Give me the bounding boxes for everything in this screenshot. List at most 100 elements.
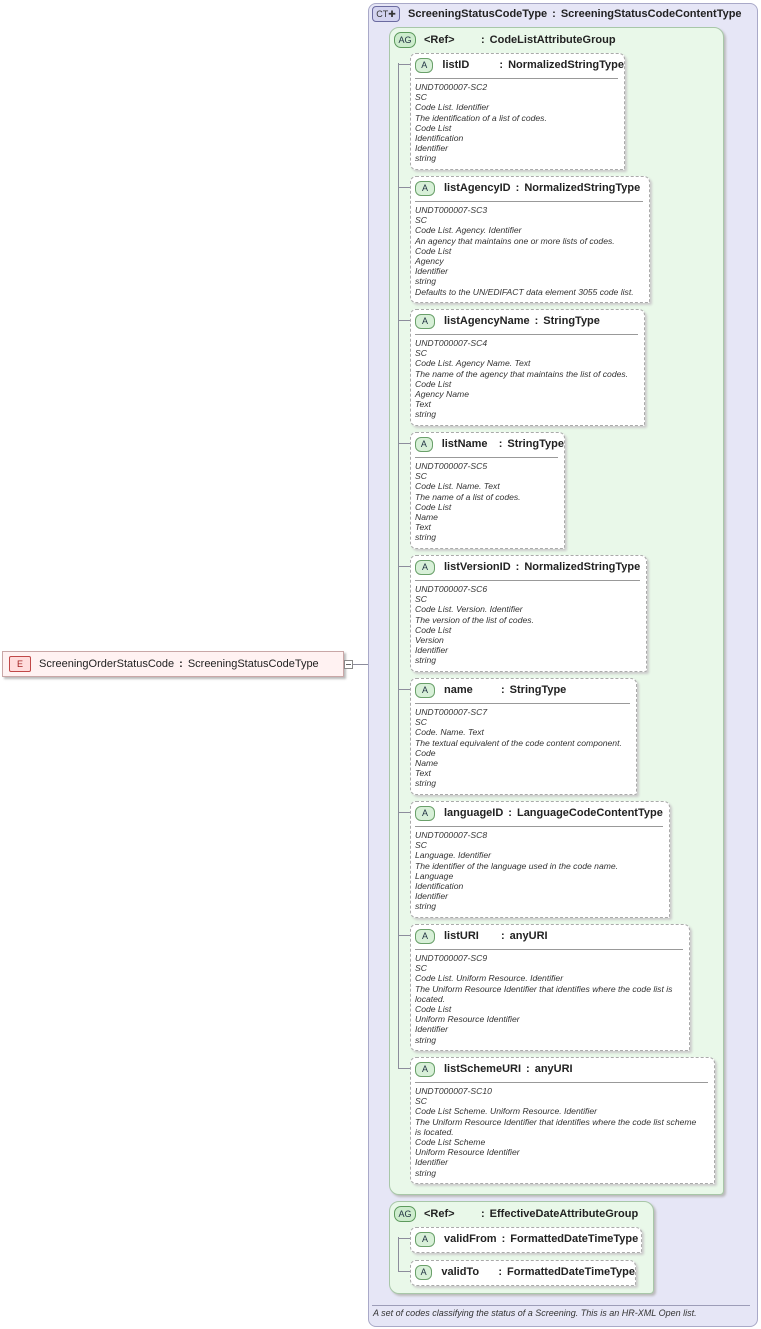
type-separator: : <box>481 34 485 46</box>
documentation-line: Version <box>415 635 444 646</box>
attribute-group-ref: <Ref> <box>424 34 455 46</box>
documentation-line: SC <box>415 215 427 226</box>
attribute-group-type: CodeListAttributeGroup <box>489 34 616 46</box>
attribute-type: StringType <box>509 684 567 696</box>
documentation-line: string <box>415 1167 437 1178</box>
documentation-line: Code List. Version. Identifier <box>415 604 523 615</box>
type-separator: : <box>515 561 520 573</box>
attribute-badge: A <box>415 928 435 944</box>
attribute-badge: A <box>415 1061 435 1077</box>
attribute-name: languageID <box>444 807 504 819</box>
documentation-line: Text <box>415 522 431 533</box>
documentation-line: The name of the agency that maintains th… <box>415 368 629 379</box>
complex-type-base: ScreeningStatusCodeContentType <box>560 8 742 20</box>
attribute-group-type: EffectiveDateAttributeGroup <box>489 1208 639 1220</box>
root-element[interactable]: E ScreeningOrderStatusCode : ScreeningSt… <box>2 651 344 677</box>
documentation-line: UNDT000007-SC4 <box>415 338 488 348</box>
documentation-line: UNDT000007-SC9 <box>415 953 488 963</box>
type-separator: : <box>481 1208 485 1220</box>
element-type: ScreeningStatusCodeType <box>187 658 319 670</box>
attribute-type: StringType <box>507 438 564 450</box>
documentation-line: SC <box>415 471 427 482</box>
type-separator: : <box>499 59 504 71</box>
documentation-line: Identification <box>415 133 464 144</box>
type-separator: : <box>526 1063 530 1075</box>
documentation-line: Uniform Resource Identifier <box>415 1014 520 1025</box>
documentation-line: Uniform Resource Identifier <box>415 1147 520 1158</box>
connector-line <box>398 1238 410 1239</box>
documentation-line: An agency that maintains one or more lis… <box>415 235 615 246</box>
type-separator: : <box>498 1266 503 1278</box>
documentation-line: Defaults to the UN/EDIFACT data element … <box>415 286 634 297</box>
documentation-line: UNDT000007-SC2 <box>415 82 488 92</box>
documentation-line: SC <box>415 348 427 359</box>
attribute-badge: A <box>415 682 435 698</box>
complex-type-header[interactable]: CT✚ ScreeningStatusCodeType : ScreeningS… <box>368 3 758 25</box>
connector-line <box>398 443 410 444</box>
type-separator: : <box>501 930 505 942</box>
connector-line <box>398 187 410 188</box>
attribute-group-header[interactable]: AG<Ref>:CodeListAttributeGroup <box>394 32 616 48</box>
documentation-line: Code <box>415 747 436 758</box>
divider <box>415 334 638 335</box>
documentation-line: The identifier of the language used in t… <box>415 860 619 871</box>
collapse-toggle-icon[interactable] <box>344 660 353 669</box>
documentation-line: string <box>415 409 437 420</box>
connector-line <box>398 1068 410 1069</box>
connector-line <box>398 689 410 690</box>
documentation-line: SC <box>415 594 427 605</box>
attribute-name: validTo <box>441 1266 480 1278</box>
connector-line <box>398 812 410 813</box>
complex-type-name: ScreeningStatusCodeType <box>408 8 548 20</box>
documentation-line: string <box>415 276 437 287</box>
type-separator: : <box>498 438 503 450</box>
attribute-type: anyURI <box>509 930 548 942</box>
documentation-line: Name <box>415 512 438 523</box>
attribute-name: listAgencyID <box>444 182 511 194</box>
documentation-line: string <box>415 778 437 789</box>
attribute-type: LanguageCodeContentType <box>516 807 663 819</box>
documentation-line: string <box>415 153 437 164</box>
documentation-line: The name of a list of codes. <box>415 491 521 502</box>
attribute-badge: A <box>415 559 435 575</box>
documentation-line: Code List Scheme <box>415 1137 486 1148</box>
documentation-line: UNDT000007-SC10 <box>415 1086 492 1096</box>
documentation-line: SC <box>415 717 427 728</box>
divider <box>415 703 630 704</box>
divider <box>415 1082 708 1083</box>
attribute-badge: A <box>415 1231 435 1247</box>
documentation-line: Code List <box>415 1004 452 1015</box>
documentation-line: Identifier <box>415 645 448 656</box>
type-separator: : <box>179 658 183 670</box>
attribute-group-header[interactable]: AG<Ref>:EffectiveDateAttributeGroup <box>394 1206 638 1222</box>
documentation-line: SC <box>415 963 427 974</box>
documentation-line: Text <box>415 399 431 410</box>
type-separator: : <box>515 182 520 194</box>
documentation-line: Identification <box>415 881 464 892</box>
attribute-group-badge: AG <box>394 1206 416 1222</box>
attribute-name: listSchemeURI <box>444 1063 522 1075</box>
